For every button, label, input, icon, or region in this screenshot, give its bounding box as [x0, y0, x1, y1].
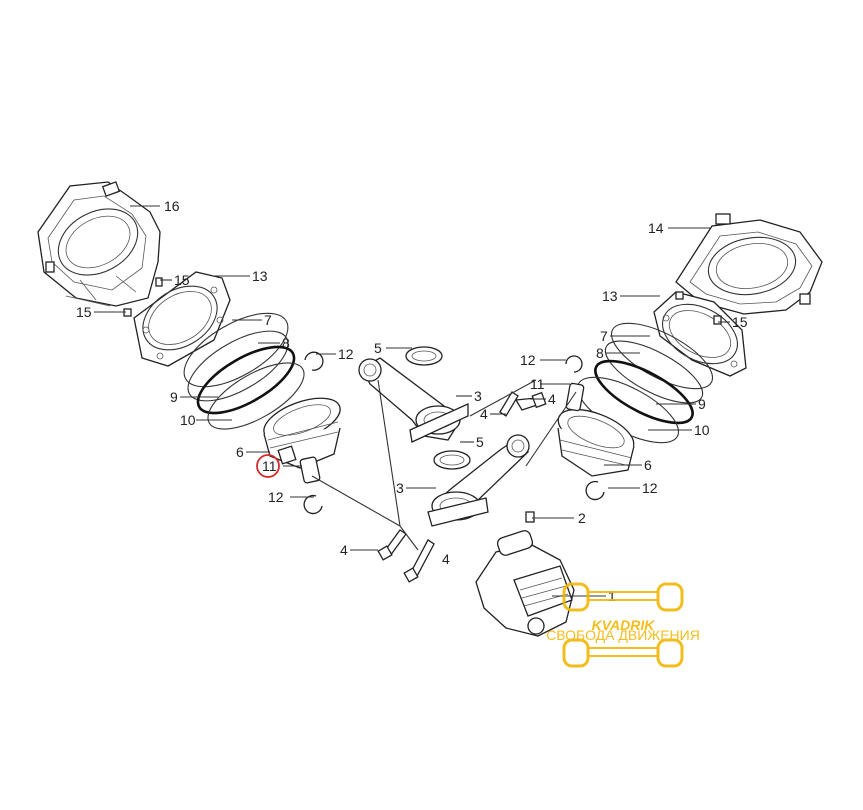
callout-7: 7: [600, 328, 608, 344]
callout-4: 4: [548, 391, 556, 407]
callout-12: 12: [642, 480, 658, 496]
bearing-lower-inner: [439, 454, 465, 466]
callout-6: 6: [236, 444, 244, 460]
left-piston-pin: [299, 456, 321, 484]
bolt-upper-right: [514, 391, 547, 411]
right-dowel-pin-lower: [713, 315, 722, 325]
bolt-lower-left: [377, 529, 407, 561]
conrod-upper: [358, 357, 469, 443]
callout-10: 10: [694, 422, 710, 438]
right-ring-8: [604, 340, 704, 404]
callout-15: 15: [174, 272, 190, 288]
crankshaft: [475, 511, 575, 637]
callout-12: 12: [338, 346, 354, 362]
callout-labels: 16 15 13 15 7 8 12 9 10 6 11 12 4 4 5 3 …: [76, 198, 748, 604]
callout-13: 13: [602, 288, 618, 304]
logo-brand-text: KVADRIK: [592, 617, 656, 633]
left-circlip-upper: [304, 351, 324, 371]
left-ring-8: [187, 330, 289, 402]
left-circlip-lower: [303, 494, 323, 515]
callout-4: 4: [442, 551, 450, 567]
bearing-lower: [433, 450, 471, 470]
callout-16: 16: [164, 198, 180, 214]
logo-tagline-text: СВОБОДА ДВИЖЕНИЯ: [546, 627, 700, 643]
callout-6: 6: [644, 457, 652, 473]
conrod-lower: [427, 434, 530, 527]
kvadrik-watermark-logo: KVADRIK СВОБОДА ДВИЖЕНИЯ: [546, 582, 700, 668]
right-ring-9: [594, 359, 694, 425]
logo-wheel-icon: [656, 638, 684, 668]
bearing-upper: [405, 346, 443, 366]
callout-9: 9: [698, 396, 706, 412]
bearing-upper-inner: [411, 350, 437, 362]
callout-13: 13: [252, 268, 268, 284]
bolt-upper-left: [499, 391, 519, 417]
callout-11: 11: [262, 458, 277, 474]
logo-wheel-icon: [562, 638, 590, 668]
callout-14: 14: [648, 220, 664, 236]
callout-5: 5: [476, 434, 484, 450]
callout-11: 11: [530, 376, 545, 392]
callout-7: 7: [264, 312, 272, 328]
bolt-lower-right: [403, 539, 435, 583]
left-cylinder: [37, 181, 161, 307]
right-piston-pin: [565, 382, 585, 412]
callout-2: 2: [578, 510, 586, 526]
highlight-circle: [256, 454, 280, 478]
callout-8: 8: [596, 345, 604, 361]
callout-3: 3: [396, 480, 404, 496]
callout-10: 10: [180, 412, 196, 428]
callout-15: 15: [76, 304, 92, 320]
left-cylinder-gasket: [133, 271, 231, 367]
right-dowel-pin-upper: [675, 291, 684, 300]
callout-5: 5: [374, 340, 382, 356]
callout-1: 1: [608, 588, 616, 604]
callout-3: 3: [474, 388, 482, 404]
leader-lines: [94, 205, 730, 597]
right-cylinder-gasket: [653, 291, 747, 377]
callout-4: 4: [480, 406, 488, 422]
right-cylinder: [675, 213, 823, 315]
left-ring-7: [183, 312, 289, 388]
callout-9: 9: [170, 389, 178, 405]
logo-wheel-icon: [656, 582, 684, 612]
left-ring-10: [207, 362, 305, 430]
left-piston: [263, 397, 341, 469]
right-circlip-upper: [565, 355, 583, 373]
callout-15: 15: [732, 314, 748, 330]
right-circlip-lower: [585, 480, 605, 501]
left-ring-9: [196, 345, 296, 415]
callout-12: 12: [520, 352, 536, 368]
left-dowel-pin-upper: [155, 277, 163, 287]
callout-12: 12: [268, 489, 284, 505]
callout-4: 4: [340, 542, 348, 558]
right-ring-7: [610, 322, 714, 390]
callout-8: 8: [282, 335, 290, 351]
